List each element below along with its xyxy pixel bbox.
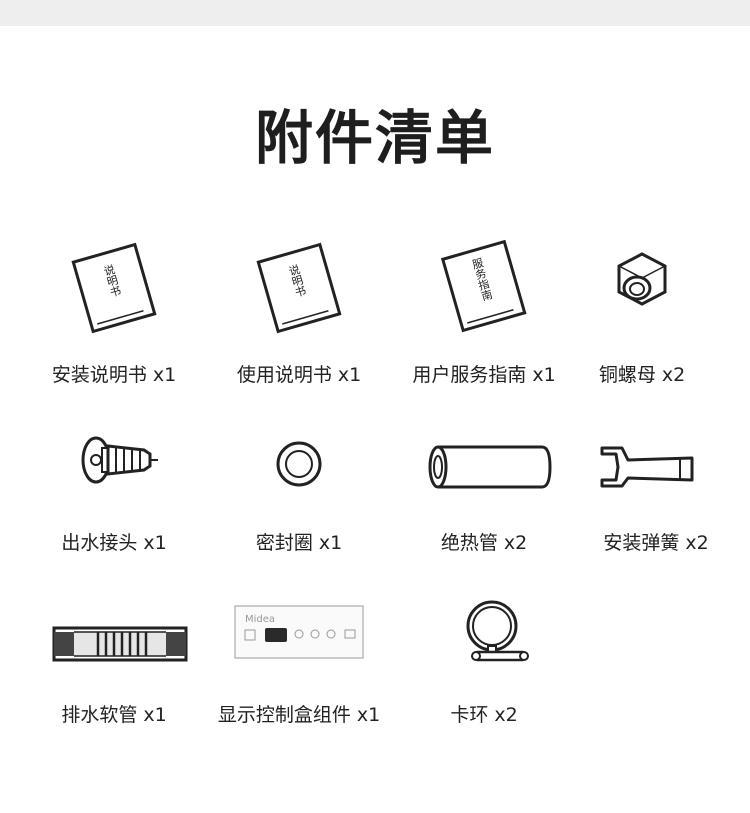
accessory-user-manual: 说明书 使用说明书 x1 <box>205 240 393 400</box>
seal-ring-icon <box>219 420 379 520</box>
item-label: 铜螺母 x2 <box>598 364 686 386</box>
drain-hose-icon <box>34 592 194 692</box>
item-label: 密封圈 x1 <box>255 532 343 554</box>
accessory-copper-nut: 铜螺母 x2 <box>548 240 736 400</box>
display-control-box-icon: Midea <box>219 592 379 692</box>
copper-nut-icon <box>562 240 722 340</box>
accessory-seal-ring: 密封圈 x1 <box>205 420 393 580</box>
page-title: 附件清单 <box>254 104 495 172</box>
insulation-tube-icon <box>404 420 564 520</box>
install-spring-icon <box>576 420 736 520</box>
item-label: 绝热管 x2 <box>440 532 528 554</box>
clamp-ring-icon <box>404 592 564 692</box>
accessory-install-spring: 安装弹簧 x2 <box>562 420 750 580</box>
item-label: 安装弹簧 x2 <box>603 532 709 554</box>
accessory-outlet-connector: 出水接头 x1 <box>20 420 208 580</box>
service-guide-icon: 服务指南 <box>404 240 564 340</box>
display-brand-text: Midea <box>245 614 275 625</box>
item-label: 安装说明书 x1 <box>51 364 177 386</box>
install-manual-icon: 说明书 <box>34 240 194 340</box>
accessory-insulation-tube: 绝热管 x2 <box>390 420 578 580</box>
accessory-service-guide: 服务指南 用户服务指南 x1 <box>390 240 578 400</box>
user-manual-icon: 说明书 <box>219 240 379 340</box>
item-label: 排水软管 x1 <box>61 704 167 726</box>
accessory-display-control-box: Midea 显示控制盒组件 x1 <box>205 592 393 752</box>
item-label: 使用说明书 x1 <box>236 364 362 386</box>
item-label: 用户服务指南 x1 <box>412 364 556 386</box>
accessory-clamp-ring: 卡环 x2 <box>390 592 578 752</box>
item-label: 卡环 x2 <box>450 704 518 726</box>
accessory-install-manual: 说明书 安装说明书 x1 <box>20 240 208 400</box>
outlet-connector-icon <box>34 420 194 520</box>
item-label: 显示控制盒组件 x1 <box>217 704 381 726</box>
item-label: 出水接头 x1 <box>61 532 167 554</box>
accessory-drain-hose: 排水软管 x1 <box>20 592 208 752</box>
top-band <box>0 0 750 26</box>
